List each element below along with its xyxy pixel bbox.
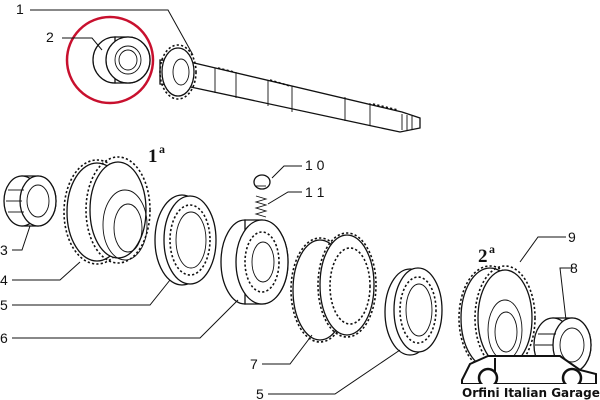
- spring-part-11: [254, 195, 268, 218]
- callout-8: 8: [570, 260, 578, 276]
- highlight-circle: [65, 15, 155, 105]
- callout-9: 9: [568, 229, 576, 245]
- synchro-ring-part-5-lower: [384, 267, 443, 356]
- callout-3: 3: [0, 242, 8, 258]
- gear-part-9: [458, 265, 536, 371]
- group-label-2a: 2: [478, 246, 488, 267]
- callout-6: 6: [0, 330, 8, 346]
- shaft-pinion-gear: [159, 44, 197, 100]
- callout-2: 2: [46, 29, 54, 45]
- callout-7: 7: [250, 356, 258, 372]
- callout-5-upper: 5: [0, 297, 8, 313]
- group-label-1a: 1: [148, 146, 158, 167]
- watermark-band: [458, 384, 600, 400]
- watermark-text: Orfini Italian Garage: [462, 386, 600, 400]
- callout-1: 1: [16, 1, 24, 17]
- callout-5-lower: 5: [256, 386, 264, 400]
- leader-lines: [12, 9, 572, 395]
- main-shaft: [159, 59, 421, 133]
- needle-bearing-part-3: [3, 175, 57, 227]
- gear-part-4: [63, 156, 151, 265]
- synchro-ring-part-5-upper: [154, 194, 217, 286]
- sliding-sleeve-part-7: [290, 232, 377, 343]
- detent-plunger-part-10: [253, 174, 271, 190]
- group-label-2a-sup: a: [489, 242, 495, 256]
- bearing-part-2: [92, 36, 151, 84]
- callout-10: 1 0: [305, 157, 325, 173]
- callout-11: 1 1: [305, 184, 325, 200]
- synchro-hub-part-6: [220, 219, 289, 305]
- group-label-1a-sup: a: [159, 142, 165, 156]
- callout-4: 4: [0, 272, 8, 288]
- watermark-car-logo: [461, 355, 597, 389]
- callout-labels: 1 2 3 4 5 6 7 5 8 9 1 0 1 1 1 a 2 a: [0, 1, 578, 400]
